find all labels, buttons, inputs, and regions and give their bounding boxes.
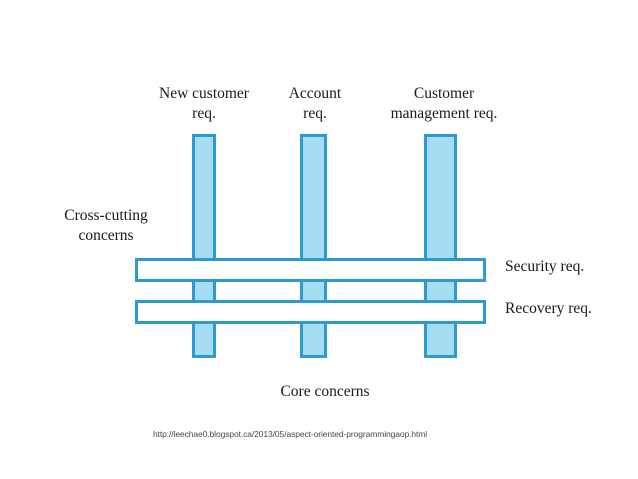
core-concern-label-new-customer-req: New customer req.	[159, 85, 249, 122]
core-concern-bar-customer-management-req	[424, 134, 457, 358]
cross-cutting-bar-recovery-req	[135, 300, 486, 324]
cross-cutting-concerns-label: Cross-cutting concerns	[64, 207, 148, 244]
core-concern-bar-account-req	[300, 134, 327, 358]
cross-cutting-concern-label-security-req: Security req.	[505, 258, 585, 275]
cross-cutting-concern-label-recovery-req: Recovery req.	[505, 300, 592, 317]
core-concerns-label: Core concerns	[280, 383, 370, 400]
source-url-watermark: http://leechae0.blogspot.ca/2013/05/aspe…	[153, 429, 428, 439]
cross-cutting-bar-security-req	[135, 258, 486, 282]
core-concern-label-customer-management-req: Customer management req.	[390, 85, 498, 122]
core-concern-bar-new-customer-req	[192, 134, 216, 358]
core-concern-label-account-req: Account req.	[288, 85, 342, 122]
